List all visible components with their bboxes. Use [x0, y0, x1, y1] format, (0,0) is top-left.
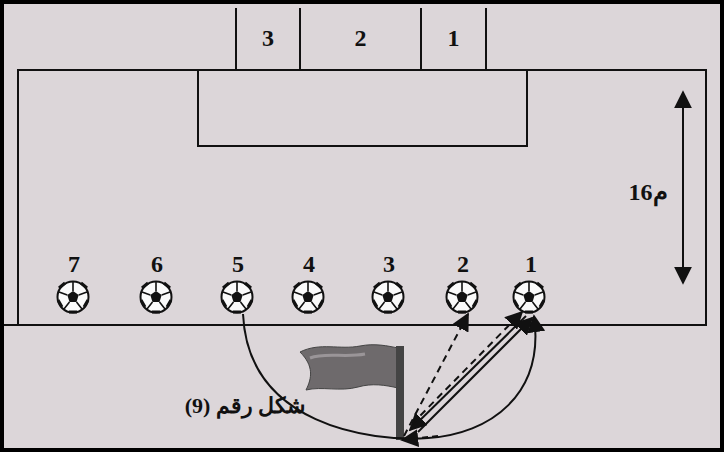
ball-number: 7	[68, 251, 80, 278]
goal-area	[198, 70, 527, 146]
dimension-arrow	[682, 92, 684, 283]
dimension-label: 16م	[629, 178, 668, 206]
ball-number: 4	[303, 251, 315, 278]
penalty-area	[18, 70, 706, 325]
goal-section: 3	[235, 8, 301, 71]
ball-number: 2	[457, 251, 469, 278]
section-number: 2	[355, 25, 367, 52]
movement-arrows	[243, 312, 535, 440]
figure-caption: شكل رقم (9)	[185, 393, 306, 419]
section-number: 3	[262, 25, 274, 52]
ball-number: 3	[383, 251, 395, 278]
balls	[58, 282, 545, 313]
corner-flag	[300, 345, 404, 440]
section-number: 1	[448, 25, 460, 52]
goal-section: 1	[420, 8, 487, 71]
ball-number: 5	[232, 251, 244, 278]
ball-number: 6	[151, 251, 163, 278]
goal-section: 2	[299, 8, 422, 71]
ball-number: 1	[525, 251, 537, 278]
